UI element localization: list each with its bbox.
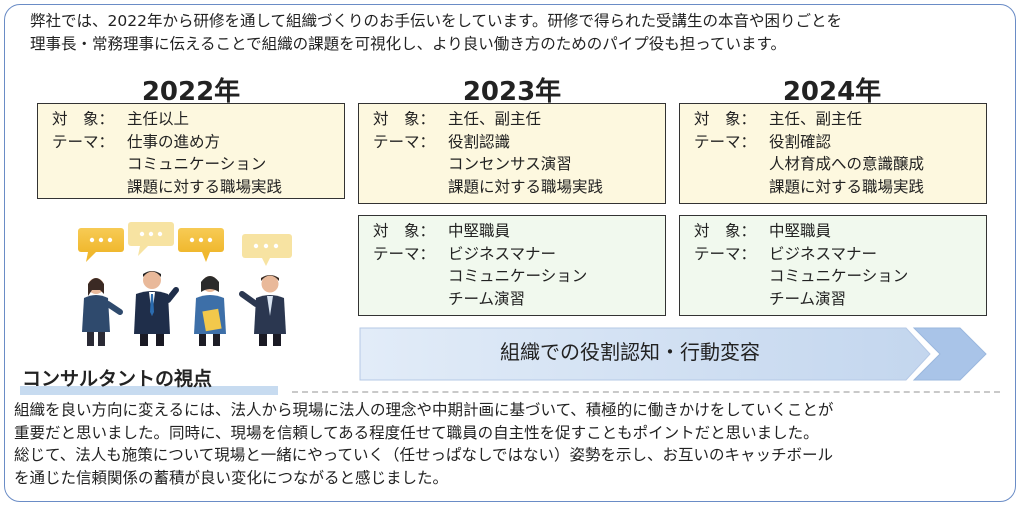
person-icon bbox=[239, 275, 286, 346]
arrow-label: 組織での役割認知・行動変容 bbox=[500, 340, 760, 364]
theme-label: テーマ： bbox=[373, 132, 436, 151]
dashed-divider bbox=[292, 391, 1000, 393]
theme-item: コミュニケーション bbox=[769, 267, 909, 285]
consultants-illustration bbox=[78, 222, 292, 346]
target-label: 対 象： bbox=[694, 110, 757, 128]
target-label: 対 象： bbox=[694, 222, 757, 240]
title-highlight-bar bbox=[20, 386, 278, 395]
theme-item: 課題に対する職場実践 bbox=[127, 177, 283, 196]
body-line: 総じて、法人も施策について現場と一緒にやっていく（任せっぱなしではない）姿勢を示… bbox=[14, 446, 834, 464]
theme-label: テーマ： bbox=[52, 132, 115, 151]
target-value: 中堅職員 bbox=[448, 222, 511, 240]
theme-item: 役割確認 bbox=[769, 132, 832, 151]
year-2022-heading: 2022年 bbox=[141, 77, 241, 107]
speech-bubble-icon bbox=[242, 234, 292, 266]
target-label: 対 象： bbox=[52, 110, 115, 128]
training-box-2023-midlevel: 対 象： 中堅職員 テーマ： ビジネスマナー コミュニケーション チーム演習 bbox=[358, 215, 666, 316]
theme-label: テーマ： bbox=[373, 244, 436, 263]
training-box-2023-senior: 対 象： 主任、副主任 テーマ： 役割認識 コンセンサス演習 課題に対する職場実践 bbox=[358, 103, 666, 204]
target-value: 中堅職員 bbox=[769, 222, 832, 240]
behavior-change-arrow bbox=[359, 327, 987, 381]
year-2023-heading: 2023年 bbox=[462, 77, 562, 107]
theme-item: ビジネスマナー bbox=[448, 244, 557, 263]
body-line: 組織を良い方向に変えるには、法人から現場に法人の理念や中期計画に基づいて、積極的… bbox=[14, 401, 834, 419]
target-value: 主任、副主任 bbox=[448, 110, 542, 128]
theme-item: コミュニケーション bbox=[127, 155, 267, 173]
intro-text: 弊社では、2022年から研修を通して組織づくりのお手伝いをしています。研修で得ら… bbox=[30, 10, 1010, 56]
training-box-2024-senior: 対 象： 主任、副主任 テーマ： 役割確認 人材育成への意識醸成 課題に対する職場実… bbox=[679, 103, 987, 204]
perspective-body: 組織を良い方向に変えるには、法人から現場に法人の理念や中期計画に基づいて、積極的… bbox=[14, 399, 1014, 489]
theme-item: コンセンサス演習 bbox=[448, 155, 572, 173]
target-value: 主任以上 bbox=[127, 110, 190, 128]
theme-item: 課題に対する職場実践 bbox=[448, 177, 604, 196]
intro-line: 弊社では、2022年から研修を通して組織づくりのお手伝いをしています。研修で得ら… bbox=[30, 12, 842, 30]
person-icon bbox=[134, 271, 179, 346]
target-label: 対 象： bbox=[373, 110, 436, 128]
year-2024-heading: 2024年 bbox=[782, 77, 882, 107]
training-box-2024-midlevel: 対 象： 中堅職員 テーマ： ビジネスマナー コミュニケーション チーム演習 bbox=[679, 215, 987, 316]
speech-bubble-icon bbox=[178, 228, 224, 262]
theme-item: チーム演習 bbox=[448, 289, 526, 308]
theme-item: 人材育成への意識醸成 bbox=[769, 155, 925, 173]
target-label: 対 象： bbox=[373, 222, 436, 240]
body-line: を通じた信頼関係の蓄積が良い変化につながると感じました。 bbox=[14, 468, 449, 487]
theme-label: テーマ： bbox=[694, 244, 757, 263]
person-icon bbox=[82, 278, 123, 346]
intro-line: 理事長・常務理事に伝えることで組織の課題を可視化し、より良い働き方のためのパイプ… bbox=[30, 35, 786, 53]
theme-item: コミュニケーション bbox=[448, 267, 588, 285]
perspective-title: コンサルタントの視点 bbox=[22, 368, 213, 390]
person-icon bbox=[194, 276, 226, 346]
training-box-2022: 対 象： 主任以上 テーマ： 仕事の進め方 コミュニケーション 課題に対する職場実践 bbox=[37, 103, 345, 199]
theme-item: 仕事の進め方 bbox=[127, 132, 221, 151]
theme-item: 役割認識 bbox=[448, 132, 511, 151]
theme-item: 課題に対する職場実践 bbox=[769, 177, 925, 196]
theme-label: テーマ： bbox=[694, 132, 757, 151]
speech-bubble-icon bbox=[78, 228, 124, 262]
body-line: 重要だと思いました。同時に、現場を信頼してある程度任せて職員の自主性を促すことも… bbox=[14, 423, 819, 442]
speech-bubble-icon bbox=[128, 222, 174, 256]
theme-item: ビジネスマナー bbox=[769, 244, 878, 263]
theme-item: チーム演習 bbox=[769, 289, 847, 308]
target-value: 主任、副主任 bbox=[769, 110, 863, 128]
